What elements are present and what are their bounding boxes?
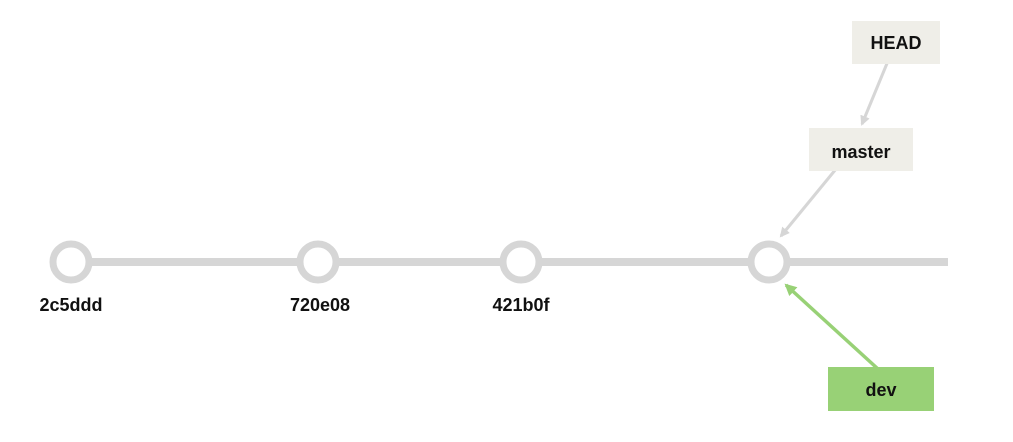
master-branch-box[interactable]	[809, 128, 913, 171]
commit-node[interactable]	[747, 240, 791, 284]
commit-720e08[interactable]: 720e08	[290, 240, 350, 315]
head-ref[interactable]: HEAD	[852, 21, 940, 64]
commit-hash-label: 421b0f	[492, 295, 550, 315]
master-to-commit-arrow	[779, 168, 838, 238]
commit-hash-label: 720e08	[290, 295, 350, 315]
master-branch-label: master	[831, 142, 890, 162]
dev-to-commit-arrow	[784, 283, 880, 371]
head-to-master-arrow	[860, 60, 890, 126]
master-branch-ref[interactable]: master	[809, 128, 913, 171]
commit-hash-label: 2c5ddd	[39, 295, 102, 315]
head-ref-label: HEAD	[870, 33, 921, 53]
commit-node[interactable]	[49, 240, 93, 284]
commit-2c5ddd[interactable]: 2c5ddd	[39, 240, 103, 315]
dev-branch-box[interactable]	[828, 367, 934, 411]
dev-branch-ref[interactable]: dev	[828, 367, 934, 411]
commit-421b0f[interactable]: 421b0f	[492, 240, 551, 315]
commit-node[interactable]	[499, 240, 543, 284]
dev-branch-label: dev	[865, 380, 896, 400]
commit-node[interactable]	[296, 240, 340, 284]
head-ref-box[interactable]	[852, 21, 940, 64]
commit-latest[interactable]	[747, 240, 791, 284]
